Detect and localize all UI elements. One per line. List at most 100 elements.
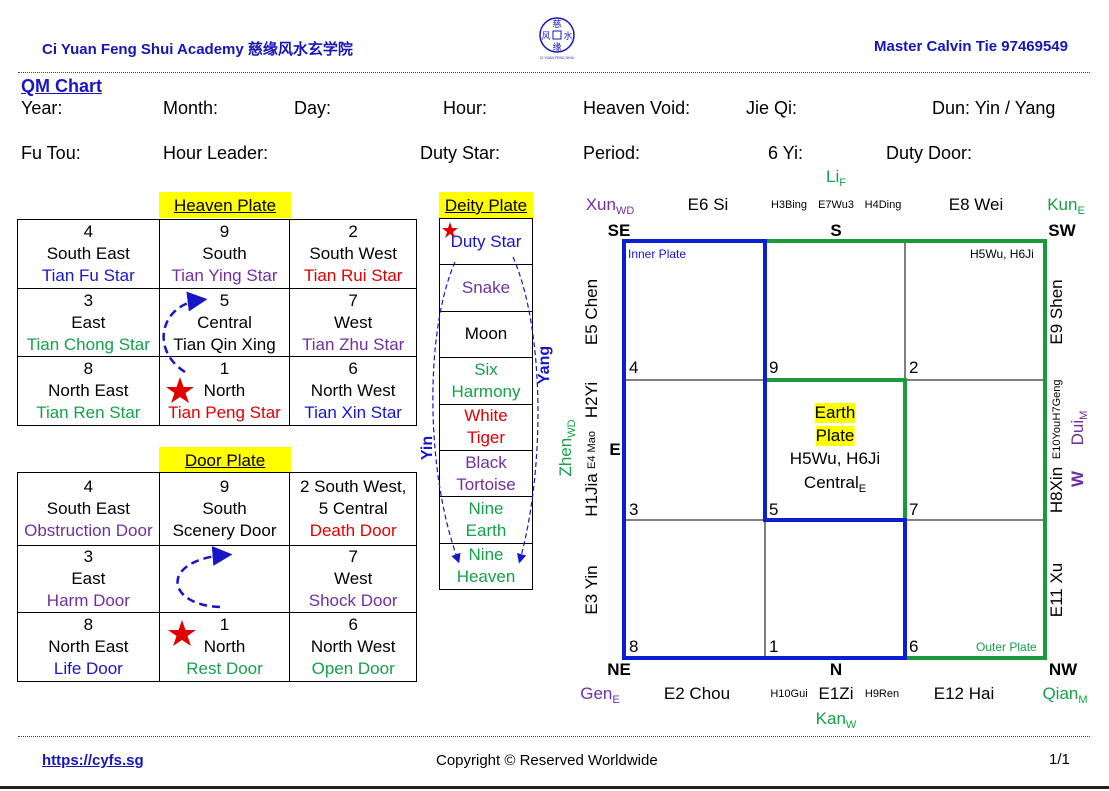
cell-line: South xyxy=(202,499,247,518)
cell-line: North xyxy=(203,637,246,656)
deity-line: Moon xyxy=(464,324,508,344)
center-label: Central xyxy=(803,473,859,492)
deity-line: Tiger xyxy=(466,428,506,448)
direction-ne: NE xyxy=(607,660,631,679)
branch-e6: E6 Si xyxy=(687,195,729,214)
cell-line: North xyxy=(203,381,246,400)
cell-line: 7 xyxy=(348,290,358,310)
cell-line: Life Door xyxy=(53,659,123,678)
page-title: QM Chart xyxy=(21,76,102,96)
earth-plate-label-1: Earth xyxy=(814,403,856,423)
star-icon xyxy=(442,222,458,238)
branch-e4: E4 Mao xyxy=(586,431,598,469)
cell-line: South xyxy=(202,244,247,263)
deity-item: Duty Star xyxy=(439,217,533,266)
field-label: Month: xyxy=(163,98,219,118)
cell-line: Harm Door xyxy=(46,591,130,610)
earth-plate-grid xyxy=(622,239,1047,660)
direction-w: W xyxy=(1068,470,1087,488)
cell-line: Shock Door xyxy=(308,591,398,610)
cell-line: Tian Ren Star xyxy=(36,403,141,422)
branch-e5: E5 Chen xyxy=(582,278,601,346)
branch-e12: E12 Hai xyxy=(933,684,995,703)
stem-h10: H10Gui xyxy=(770,688,808,700)
cell-line: Tian Chong Star xyxy=(26,334,150,354)
cell-line: 4 xyxy=(83,477,94,496)
copyright: Copyright © Reserved Worldwide xyxy=(436,752,658,769)
field-label: Hour: xyxy=(443,98,488,118)
header-divider xyxy=(18,72,1090,73)
cell-line: 1 xyxy=(219,359,230,378)
cell-line: Obstruction Door xyxy=(24,521,153,540)
cell-line: West xyxy=(333,569,373,588)
cell-line: 8 xyxy=(83,615,94,634)
deity-line: Six xyxy=(474,359,498,379)
palace-number: 1 xyxy=(769,637,779,656)
stem-h9: H9Ren xyxy=(864,688,900,700)
direction-sw: SW xyxy=(1048,221,1076,240)
cell-line: 5 xyxy=(219,290,230,310)
cell-line: Tian Peng Star xyxy=(168,403,281,422)
cell-line: 1 xyxy=(219,615,230,634)
stem-h8: H8Xin xyxy=(1047,466,1066,514)
stem-h3: H3Bing xyxy=(770,199,808,211)
direction-e: E xyxy=(609,440,621,459)
cell-line: East xyxy=(71,569,106,588)
palace-number: 2 xyxy=(909,358,919,377)
trigram-qian: QianM xyxy=(1042,684,1088,706)
stem-h1: H1Jia xyxy=(582,473,601,517)
center-element: E xyxy=(858,483,867,495)
direction-se: SE xyxy=(607,221,631,240)
trigram-dui: DuiM xyxy=(1068,410,1090,446)
door-flow-arrow xyxy=(176,545,233,609)
cell-line: Scenery Door xyxy=(172,521,277,540)
branch-e2: E2 Chou xyxy=(663,684,731,703)
deity-item: Moon xyxy=(439,310,533,359)
cell-line: Death Door xyxy=(309,521,397,540)
palace-number: 9 xyxy=(769,358,779,377)
trigram-gen: GenE xyxy=(580,684,620,706)
earth-plate-label-2: Plate xyxy=(815,426,855,446)
cell-line: Tian Zhu Star xyxy=(301,334,405,354)
field-label: Hour Leader: xyxy=(163,143,269,163)
deity-line: Nine xyxy=(468,499,504,519)
cell-line: 2 South West, xyxy=(299,477,407,496)
palace-number: 7 xyxy=(909,500,919,519)
website-link[interactable]: https://cyfs.sg xyxy=(42,752,144,769)
branch-e8: E8 Wei xyxy=(948,195,1004,214)
deity-line: Earth xyxy=(465,521,507,541)
inner-plate-border xyxy=(622,239,907,660)
cell-line: West xyxy=(333,312,373,332)
yin-arrow xyxy=(432,261,461,564)
palace-number: 4 xyxy=(629,358,639,377)
flow-arrows xyxy=(162,222,539,646)
cell-line: 2 xyxy=(348,222,358,241)
svg-text:慈: 慈 xyxy=(552,18,561,29)
star-icon xyxy=(166,377,194,403)
field-label: Heaven Void: xyxy=(583,98,691,118)
cell-line: South West xyxy=(309,244,397,263)
deity-line: Tortoise xyxy=(456,474,516,494)
branch-e1: E1Zi xyxy=(818,684,854,703)
field-label: Fu Tou: xyxy=(21,143,81,163)
cell-line: 4 xyxy=(83,222,94,241)
footer-divider xyxy=(18,736,1090,737)
cell-line: 3 xyxy=(83,290,94,310)
svg-text:CI YUAN FENG SHUI: CI YUAN FENG SHUI xyxy=(540,56,574,60)
field-label: Duty Star: xyxy=(420,143,501,163)
door-plate-title: Door Plate xyxy=(159,447,291,473)
trigram-kan: KanW xyxy=(815,709,857,731)
cell-line: North East xyxy=(48,637,129,656)
